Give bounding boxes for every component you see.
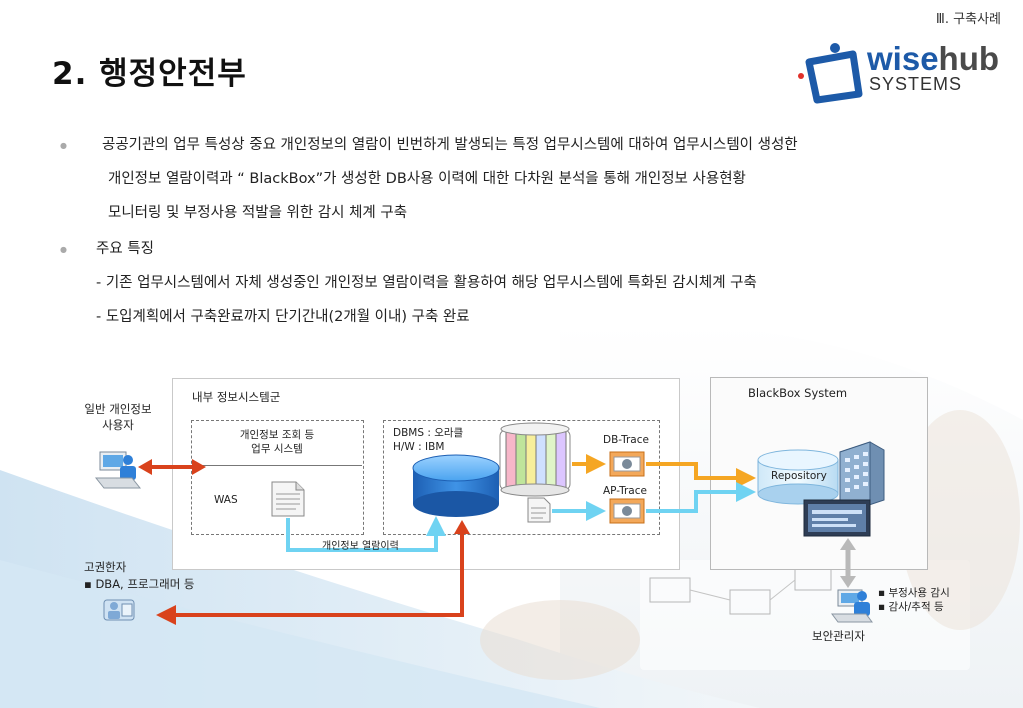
trace-document-icon: [527, 497, 551, 523]
log-document-icon: [271, 481, 305, 517]
logo-wise-text: wise: [867, 40, 939, 77]
repository-label: Repository: [771, 470, 827, 482]
db-trace-to-repository-arrow: [646, 462, 756, 488]
bullet-icon: ●: [60, 245, 67, 254]
bullet-icon: ●: [60, 141, 67, 150]
bullet1-line2: 개인정보 열람이력과 “ BlackBox”가 생성한 DB사용 이력에 대한 …: [108, 171, 746, 187]
user-business-double-arrow: [138, 459, 206, 475]
bullet1-line3: 모니터링 및 부정사용 적발을 위한 감시 체계 구축: [108, 205, 408, 221]
general-user-computer-icon: [94, 451, 142, 489]
security-admin-label: 보안관리자: [812, 629, 865, 643]
business-system-label: 개인정보 조회 등 업무 시스템: [192, 428, 362, 456]
db-trace-label: DB-Trace: [603, 434, 649, 446]
business-system-label-line1: 개인정보 조회 등: [239, 429, 315, 441]
general-user-label-line2: 사용자: [102, 418, 134, 432]
monitoring-function-2: ▪ 감사/추적 등: [878, 601, 944, 613]
access-history-label: 개인정보 열람이력: [322, 541, 399, 552]
admin-monitoring-double-arrow: [840, 538, 856, 588]
internal-group-label: 내부 정보시스템군: [192, 390, 281, 404]
monitoring-functions-list: ▪ 부정사용 감시 ▪ 감사/추적 등: [878, 586, 950, 614]
dbms-spec-line1: DBMS : 오라클: [393, 427, 464, 439]
access-history-flow-arrow: [286, 516, 446, 552]
logo-mark-icon: [798, 43, 863, 104]
logo-wordmark: wisehub: [867, 42, 999, 75]
general-user-label-line1: 일반 개인정보: [84, 402, 152, 416]
privileged-db-access-arrow: [156, 520, 470, 625]
privileged-user-computer-icon: [103, 599, 135, 621]
was-label: WAS: [214, 494, 238, 506]
security-admin-computer-icon: [831, 589, 873, 623]
dbms-spec-label: DBMS : 오라클 H/W : IBM: [393, 426, 463, 454]
logo-systems-text: SYSTEMS: [869, 74, 963, 94]
privileged-user-label-line2: ▪ DBA, 프로그래머 등: [84, 577, 195, 591]
ap-trace-label: AP-Trace: [603, 485, 647, 497]
ap-trace-to-repository-arrow: [646, 482, 756, 513]
analysis-screen-icon: [803, 499, 871, 537]
general-user-label: 일반 개인정보 사용자: [78, 401, 158, 433]
page-title: 2. 행정안전부: [52, 56, 247, 92]
feature-item-2: - 도입계획에서 구축완료까지 단기간내(2개월 이내) 구축 완료: [96, 309, 470, 325]
dbms-spec-line2: H/W : IBM: [393, 441, 445, 453]
business-system-label-line2: 업무 시스템: [251, 443, 303, 455]
trace-module-stack-icon: [499, 422, 571, 497]
repository-cylinder-icon: [757, 449, 839, 505]
blackbox-system-label: BlackBox System: [748, 386, 848, 400]
logo-hub-text: hub: [938, 40, 1000, 77]
ap-trace-module-icon: [609, 498, 645, 524]
monitoring-function-1: ▪ 부정사용 감시: [878, 587, 950, 599]
bullet2-title: 주요 특징: [96, 241, 154, 257]
feature-item-1: - 기존 업무시스템에서 자체 생성중인 개인정보 열람이력을 활용하여 해당 …: [96, 275, 757, 291]
company-logo: wisehub SYSTEMS: [795, 38, 1005, 108]
bullet1-line1: 공공기관의 업무 특성상 중요 개인정보의 열람이 빈번하게 발생되는 특정 업…: [102, 137, 798, 153]
privileged-user-label: 고권한자 ▪ DBA, 프로그래머 등: [84, 559, 195, 593]
section-label: Ⅲ. 구축사례: [935, 12, 1001, 27]
db-trace-module-icon: [609, 451, 645, 477]
privileged-user-label-line1: 고권한자: [84, 560, 127, 574]
database-cylinder-icon: [412, 454, 500, 517]
business-system-divider: [192, 465, 362, 466]
